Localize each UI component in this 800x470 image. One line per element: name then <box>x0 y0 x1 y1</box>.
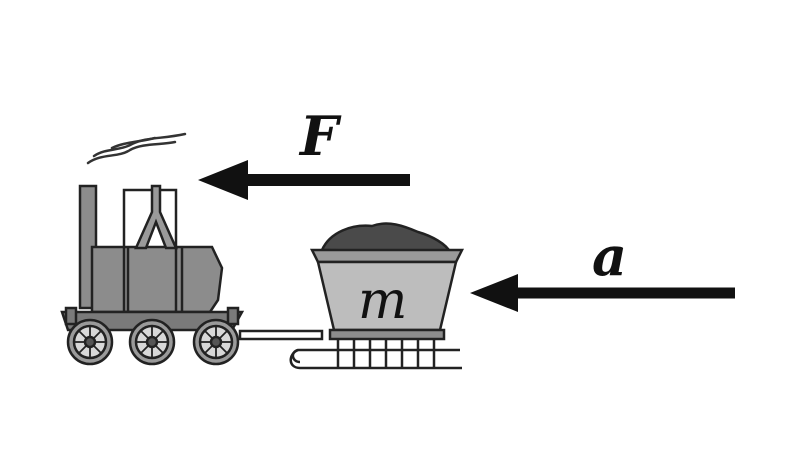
locomotive-wheels <box>66 318 240 366</box>
wheel <box>128 318 176 366</box>
steam-puffs <box>86 132 187 165</box>
wheel <box>66 318 114 366</box>
cart-sled <box>289 339 462 370</box>
chimney <box>134 184 178 250</box>
force-arrow <box>198 160 410 200</box>
cart-rim <box>309 248 465 264</box>
mass-label: m <box>358 271 407 331</box>
force-label: F <box>298 104 342 168</box>
cart <box>289 222 465 370</box>
wheel <box>192 318 240 366</box>
cargo <box>320 222 453 254</box>
coupling-rod <box>238 329 324 341</box>
acceleration-label: a <box>592 224 627 288</box>
locomotive <box>60 184 245 332</box>
boiler <box>90 245 224 314</box>
acceleration-arrow <box>470 274 735 312</box>
